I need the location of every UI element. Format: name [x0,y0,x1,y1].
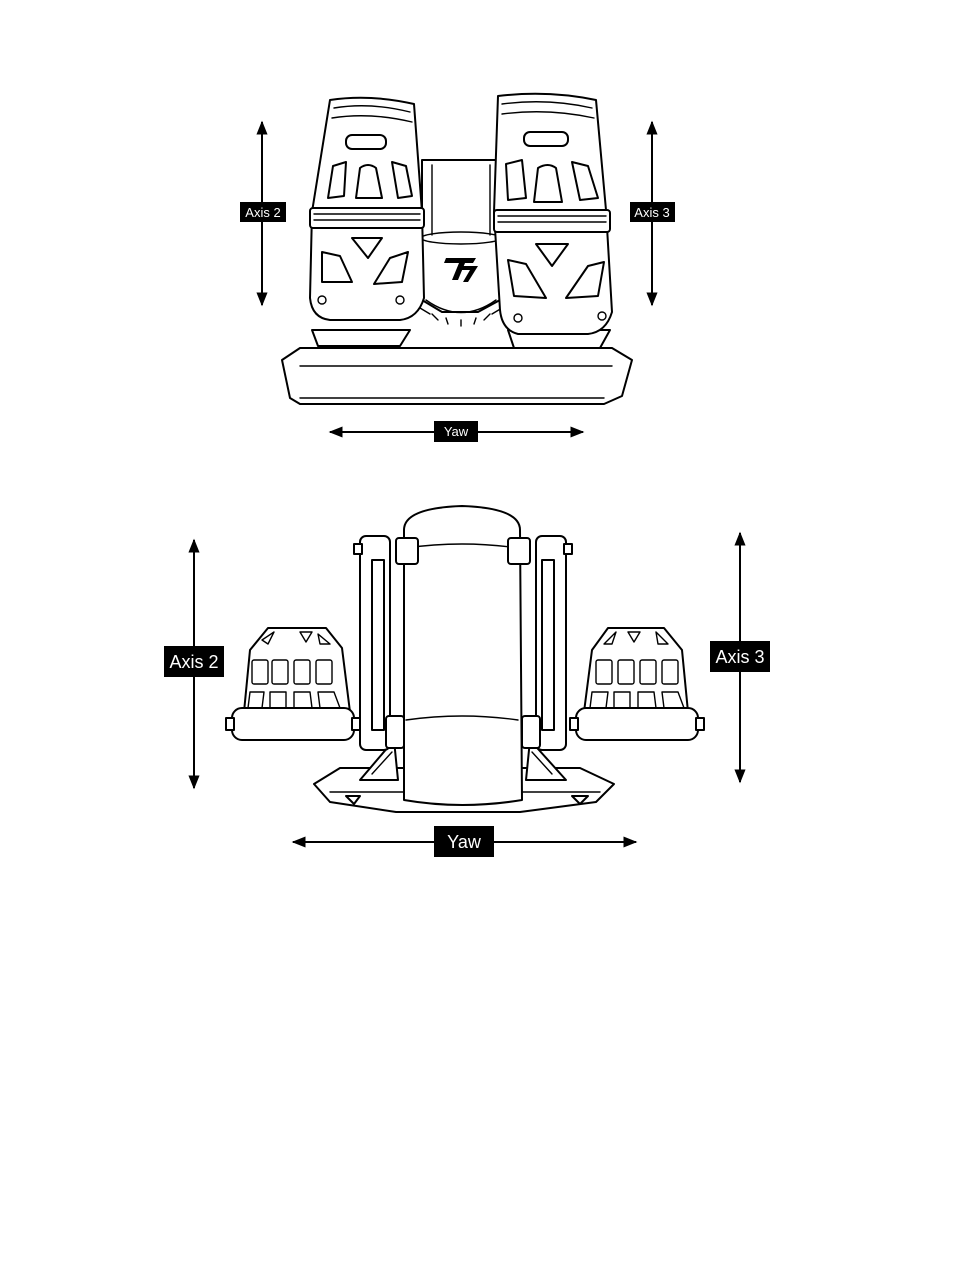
top-yaw-label: Yaw [444,424,469,439]
bottom-axis3-label: Axis 3 [715,647,764,667]
top-left-pedal [310,98,424,346]
bottom-center-column [404,506,522,805]
bottom-axis2-label: Axis 2 [169,652,218,672]
bottom-right-pedal [570,628,704,740]
top-pedals-illustration: T [282,94,632,404]
top-axis3-label: Axis 3 [634,205,669,220]
bottom-yaw-label: Yaw [447,832,482,852]
top-axis2-label: Axis 2 [245,205,280,220]
bottom-left-pedal [226,628,360,740]
top-right-pedal [494,94,612,348]
top-base-platform [282,348,632,404]
top-center-console [422,160,500,312]
bottom-pedals-illustration [226,506,704,812]
